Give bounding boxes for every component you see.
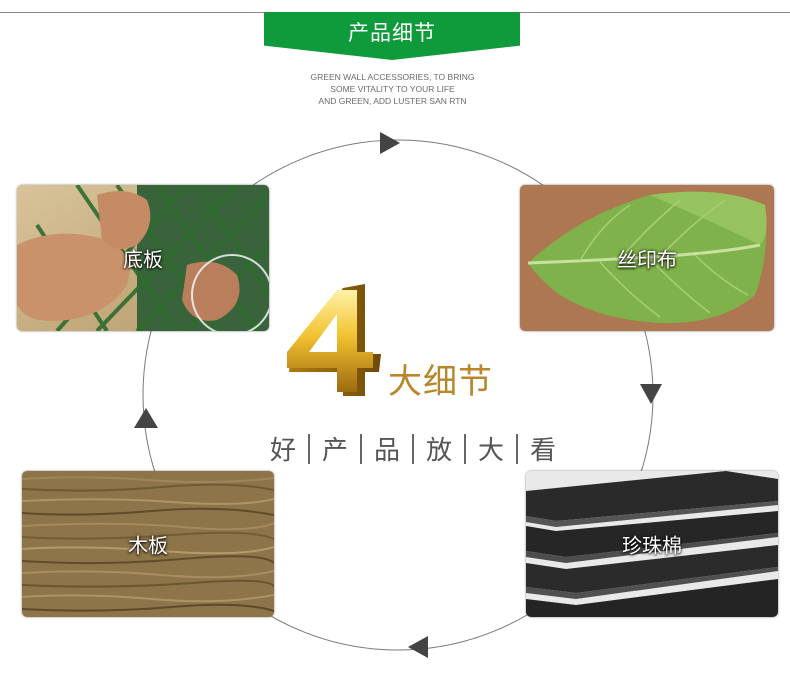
caption-char: 好	[269, 436, 296, 466]
card-label: 珍珠棉	[622, 533, 682, 558]
card-silk-cloth: 丝印布	[520, 185, 774, 331]
center-heading: 大细节	[388, 362, 493, 402]
baseboard-photo	[17, 185, 269, 331]
banner-subtitle: GREEN WALL ACCESSORIES, TO BRING SOME VI…	[270, 71, 515, 107]
subtitle-line: SOME VITALITY TO YOUR LIFE	[330, 84, 455, 94]
wood-photo	[22, 471, 274, 617]
leaf-photo	[520, 185, 774, 331]
caption-divider	[464, 433, 466, 464]
card-pearl-foam: 珍珠棉	[526, 471, 778, 617]
card-wood-board: 木板	[22, 471, 274, 617]
caption-char: 看	[529, 436, 556, 466]
caption-char: 产	[321, 436, 348, 466]
enlarge-caption: 好 产 品 放 大 看	[264, 430, 564, 467]
caption-divider	[360, 433, 362, 464]
caption-divider	[412, 433, 414, 464]
caption-char: 大	[477, 436, 504, 466]
caption-divider	[308, 433, 310, 464]
header-rule-left	[0, 12, 264, 13]
cycle-arrow-icon	[134, 408, 158, 428]
card-baseboard: 底板	[17, 185, 269, 331]
subtitle-line: AND GREEN, ADD LUSTER SAN RTN	[318, 96, 467, 106]
card-label: 底板	[123, 247, 163, 272]
cycle-arrow-icon	[380, 132, 400, 154]
caption-char: 放	[425, 436, 452, 466]
caption-char: 品	[373, 436, 400, 466]
number-four-graphic	[287, 284, 381, 396]
banner-title: 产品细节	[348, 21, 436, 45]
cycle-arrow-icon	[640, 384, 662, 404]
header-rule-right	[520, 12, 790, 13]
card-label: 丝印布	[617, 247, 677, 272]
subtitle-line: GREEN WALL ACCESSORIES, TO BRING	[310, 72, 475, 82]
card-label: 木板	[128, 533, 168, 558]
cycle-arrow-icon	[408, 636, 428, 658]
caption-divider	[516, 433, 518, 464]
foam-photo	[526, 471, 778, 617]
